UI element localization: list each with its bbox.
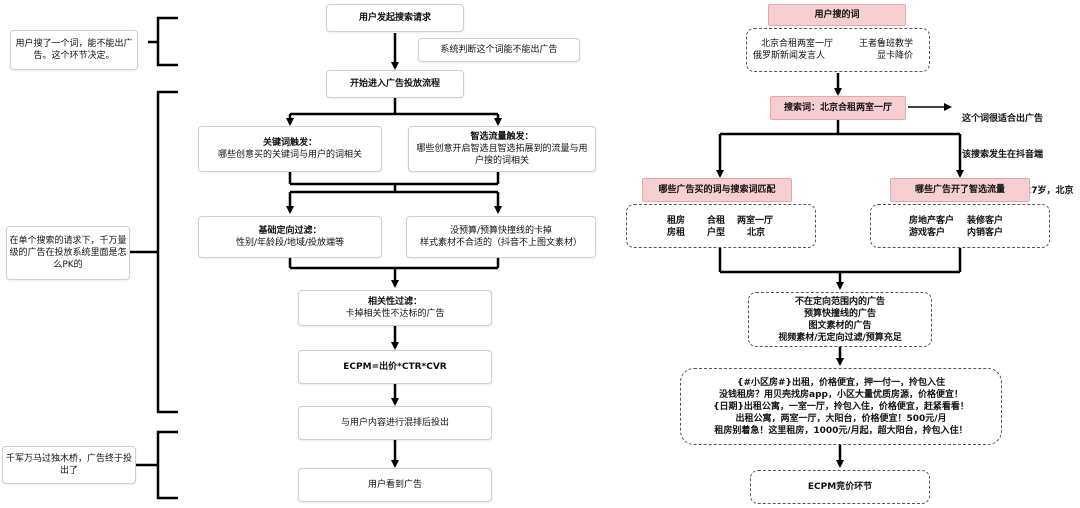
note-ad-pk-line-1: 在单个搜索的请求下，千万量 xyxy=(9,236,127,246)
note-ad-eligibility-line-1: 用户搜了一个词，能不能出广 xyxy=(15,39,133,49)
filter-out-line-1: 不在定向范围内的广告 xyxy=(794,296,885,307)
node-keyword-match: 租房 合租 两室一厅 房租 户型 北京 xyxy=(626,204,816,248)
keyword-4: 房租 xyxy=(667,228,686,238)
smart-item-1: 房地产客户 xyxy=(909,216,955,226)
node-relevance-filter: 相关性过滤： 卡掉相关性不达标的广告 xyxy=(298,290,492,326)
node-keyword-match-title-label: 哪些广告买的词与搜索词匹配 xyxy=(658,185,776,195)
node-budget-filter-line-2: 样式素材不合适的（抖音不上图文素材） xyxy=(419,238,582,248)
node-smart-trigger: 智选流量触发： 哪些创意开启智选且智选拓展到的流量与用 户搜的词相关 xyxy=(408,126,596,172)
node-smart-items: 房地产客户 装修客户 游戏客户 内销客户 xyxy=(870,204,1050,248)
node-ecpm-formula: ECPM=出价*CTR*CVR xyxy=(298,350,492,384)
ad-candidate-1: {#小区房#}出租，价格便宜，押一付一，拎包入住 xyxy=(737,377,945,388)
node-keyword-trigger-desc: 哪些创意买的关键词与用户的词相关 xyxy=(217,150,362,160)
node-search-term-label: 搜索词：北京合租两室一厅 xyxy=(783,103,892,113)
node-ecpm-formula-label: ECPM=出价*CTR*CVR xyxy=(343,362,447,372)
note-ad-delivered-line-2: 出了 xyxy=(59,466,78,476)
note-ad-delivered-line-1: 千军万马过独木桥，广告终于投 xyxy=(5,454,132,464)
user-word-2: 王者鲁班教学 xyxy=(859,39,914,49)
node-ecpm-stage: ECPM竞价环节 xyxy=(750,470,930,504)
node-system-judge: 系统判断这个词能不能出广告 xyxy=(418,38,580,62)
ad-candidate-2: 没钱租房？用贝壳找房app，小区大量优质房源，价格便宜！ xyxy=(719,389,963,400)
node-keyword-trigger-title: 关键词触发： xyxy=(262,138,317,148)
ad-candidate-4: 出租公寓，两室一厅，大阳台，价格便宜！500元/月 xyxy=(735,413,947,424)
node-mix-rank: 与用户内容进行混排后投出 xyxy=(298,406,492,440)
search-term-note-line-1: 这个词很适合出广告 xyxy=(962,114,1044,124)
ad-candidate-5: 租房别着急！这里租房，1000元/月起，超大阳台，拎包入住！ xyxy=(714,425,968,436)
keyword-5: 户型 xyxy=(707,228,726,238)
user-word-3: 俄罗斯新闻发言人 xyxy=(753,51,826,61)
node-mix-rank-label: 与用户内容进行混排后投出 xyxy=(340,418,449,428)
user-word-4: 显卡降价 xyxy=(877,51,914,61)
node-basic-filter-desc: 性别/年龄段/地域/投放端等 xyxy=(235,238,345,248)
node-keyword-trigger: 关键词触发： 哪些创意买的关键词与用户的词相关 xyxy=(198,126,382,172)
node-budget-filter: 没预算/预算快撞线的卡掉 样式素材不合适的（抖音不上图文素材） xyxy=(406,216,596,258)
note-ad-eligibility-line-2: 告。这个环节决定。 xyxy=(33,51,115,61)
note-ad-pk-line-2: 级的广告在投放系统里面是怎 xyxy=(9,248,127,258)
filter-out-line-4: 视频素材/无定向过滤/预算充足 xyxy=(778,332,902,343)
node-start-flow-label: 开始进入广告投放流程 xyxy=(349,79,440,89)
node-user-request: 用户发起搜索请求 xyxy=(326,4,464,32)
node-ecpm-stage-label: ECPM竞价环节 xyxy=(807,482,873,492)
node-smart-trigger-desc-2: 户搜的词相关 xyxy=(474,156,529,166)
node-smart-trigger-title: 智选流量触发： xyxy=(470,132,534,142)
smart-item-3: 游戏客户 xyxy=(909,228,946,238)
node-filter-out: 不在定向范围内的广告 预算快撞线的广告 图文素材的广告 视频素材/无定向过滤/预… xyxy=(748,292,932,347)
node-start-flow: 开始进入广告投放流程 xyxy=(326,70,464,98)
node-keyword-match-title: 哪些广告买的词与搜索词匹配 xyxy=(642,178,792,202)
node-ad-candidates: {#小区房#}出租，价格便宜，押一付一，拎包入住 没钱租房？用贝壳找房app，小… xyxy=(680,368,1002,445)
node-smart-trigger-desc-1: 哪些创意开启智选且智选拓展到的流量与用 xyxy=(416,144,588,154)
node-budget-filter-line-1: 没预算/预算快撞线的卡掉 xyxy=(449,226,553,236)
smart-item-2: 装修客户 xyxy=(967,216,1004,226)
smart-item-4: 内销客户 xyxy=(967,228,1004,238)
node-system-judge-label: 系统判断这个词能不能出广告 xyxy=(440,45,558,55)
node-user-words: 北京合租两室一厅 王者鲁班教学 俄罗斯新闻发言人 显卡降价 xyxy=(746,28,930,72)
keyword-3: 两室一厅 xyxy=(737,216,774,226)
note-ad-eligibility: 用户搜了一个词，能不能出广 告。这个环节决定。 xyxy=(10,30,138,70)
node-search-term: 搜索词：北京合租两室一厅 xyxy=(770,96,906,120)
note-ad-pk-line-3: 么PK的 xyxy=(53,260,83,270)
keyword-2: 合租 xyxy=(707,216,726,226)
node-user-sees-label: 用户看到广告 xyxy=(367,480,422,490)
node-user-sees: 用户看到广告 xyxy=(298,468,492,502)
node-relevance-filter-desc: 卡掉相关性不达标的广告 xyxy=(345,309,445,319)
node-smart-title: 哪些广告开了智选流量 xyxy=(890,178,1030,202)
user-word-1: 北京合租两室一厅 xyxy=(761,39,834,49)
search-term-note-line-2: 该搜索发生在抖音端 xyxy=(962,150,1044,160)
filter-out-line-2: 预算快撞线的广告 xyxy=(803,308,876,319)
node-smart-title-label: 哪些广告开了智选流量 xyxy=(914,185,1005,195)
filter-out-line-3: 图文素材的广告 xyxy=(808,320,872,331)
note-ad-delivered: 千军万马过独木桥，广告终于投 出了 xyxy=(2,446,136,484)
keyword-1: 租房 xyxy=(667,216,686,226)
keyword-6: 北京 xyxy=(747,228,766,238)
node-basic-filter-title: 基础定向过滤： xyxy=(258,226,322,236)
node-relevance-filter-title: 相关性过滤： xyxy=(367,297,422,307)
node-basic-filter: 基础定向过滤： 性别/年龄段/地域/投放端等 xyxy=(198,216,382,258)
node-user-request-label: 用户发起搜索请求 xyxy=(358,13,431,23)
node-user-words-title-label: 用户搜的词 xyxy=(814,10,860,20)
node-user-words-title: 用户搜的词 xyxy=(768,4,906,26)
ad-candidate-3: {日期}出租公寓，一室一厅，拎包入住，价格便宜，赶紧看看！ xyxy=(713,401,969,412)
note-ad-pk: 在单个搜索的请求下，千万量 级的广告在投放系统里面是怎 么PK的 xyxy=(6,226,130,280)
